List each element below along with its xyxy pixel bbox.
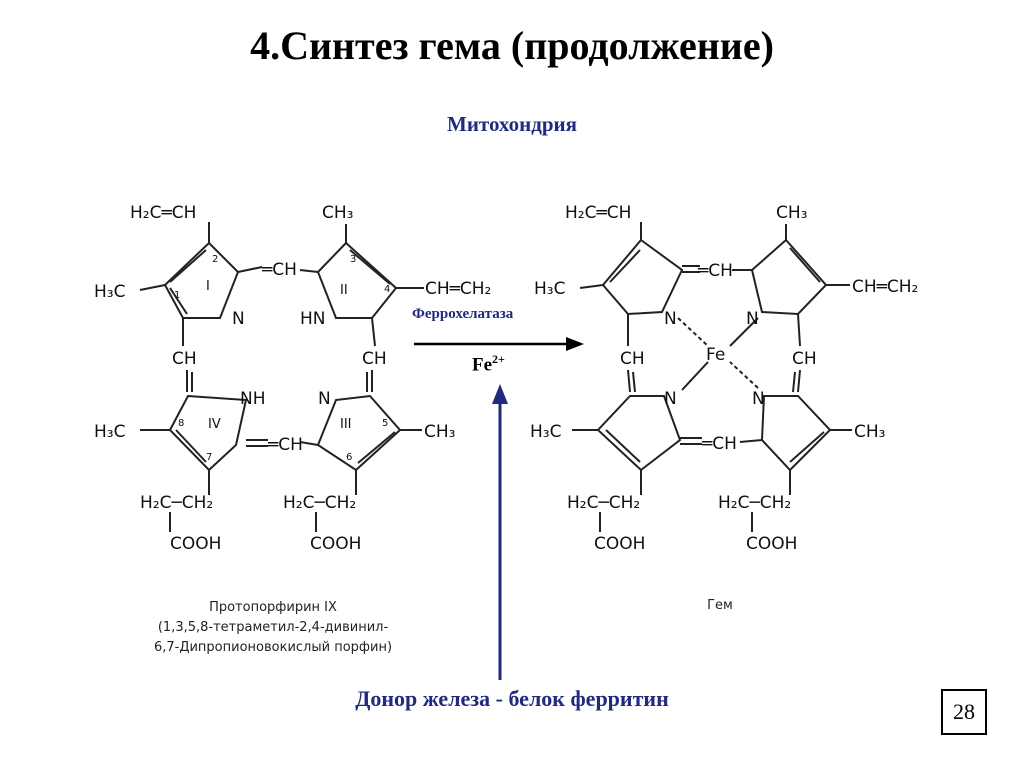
cofactor-label: Fe2+ (472, 352, 505, 376)
left-nh-ring4: NH (240, 389, 266, 409)
ring-label-1: I (206, 279, 210, 294)
right-molecule-name: Гем (707, 598, 733, 613)
left-meso-delta: CH (172, 349, 197, 369)
right-fe: Fe (706, 345, 725, 365)
right-molecule-bonds (572, 222, 852, 532)
cofactor-charge: 2+ (492, 352, 505, 366)
left-molecule-caption: Протопорфирин IX (1,3,5,8-тетраметил-2,4… (108, 598, 438, 658)
donor-arrow (492, 384, 508, 680)
location-label: Митохондрия (447, 112, 577, 136)
left-methyl-top: CH₃ (322, 203, 353, 223)
right-methyl-bottom-left: H₃C (530, 422, 561, 442)
ring-label-4: IV (208, 417, 221, 432)
right-propionate-2: H₂C─CH₂ (718, 493, 791, 513)
pos-8: 8 (178, 418, 184, 429)
left-propionate-7: H₂C─CH₂ (140, 493, 213, 513)
left-cooh-7: COOH (170, 534, 221, 554)
left-hn-ring2: HN (300, 309, 326, 329)
right-methyl-top: CH₃ (776, 203, 807, 223)
pos-3: 3 (350, 254, 356, 265)
page-number: 28 (941, 689, 987, 735)
right-n-1: N (664, 309, 677, 329)
right-n-3: N (664, 389, 677, 409)
left-propionate-6: H₂C─CH₂ (283, 493, 356, 513)
left-methyl-ring1: H₃C (94, 282, 125, 302)
slide-title: 4.Синтез гема (продолжение) (250, 23, 774, 68)
pos-5: 5 (382, 418, 388, 429)
left-molecule-labels: H₂C═CH CH₃ H₃C ═CH CH═CH₂ N HN CH CH NH … (94, 203, 491, 554)
right-vinyl-side: CH═CH₂ (852, 277, 918, 297)
left-meso-beta: CH (362, 349, 387, 369)
right-meso-gamma: ═CH (701, 434, 737, 454)
pos-2: 2 (212, 254, 218, 265)
right-meso-alpha: ═CH (697, 261, 733, 281)
left-cooh-6: COOH (310, 534, 361, 554)
left-molecule-desc-1: (1,3,5,8-тетраметил-2,4-дивинил- (157, 620, 389, 635)
ring-label-2: II (340, 283, 348, 298)
left-molecule-name: Протопорфирин IX (209, 600, 337, 615)
right-methyl-left: H₃C (534, 279, 565, 299)
right-vinyl-top: H₂C═CH (565, 203, 631, 223)
left-methyl-ring4: H₃C (94, 422, 125, 442)
pos-4: 4 (384, 284, 390, 295)
left-meso-alpha: ═CH (261, 260, 297, 280)
left-meso-gamma: ═CH (267, 435, 303, 455)
right-cooh-1: COOH (594, 534, 645, 554)
left-vinyl-top: H₂C═CH (130, 203, 196, 223)
pos-7: 7 (206, 452, 212, 463)
iron-donor-label: Донор железа - белок ферритин (355, 686, 669, 711)
right-n-4: N (752, 389, 765, 409)
left-molecule-bonds (139, 222, 424, 532)
right-n-2: N (746, 309, 759, 329)
left-n-ring3: N (318, 389, 331, 409)
right-molecule-caption: Гем (620, 598, 820, 613)
left-n-ring1: N (232, 309, 245, 329)
pos-1: 1 (174, 290, 180, 301)
right-molecule-labels: H₂C═CH CH₃ H₃C ═CH CH═CH₂ N N CH CH Fe N… (530, 203, 918, 554)
left-vinyl-side: CH═CH₂ (425, 279, 491, 299)
right-propionate-1: H₂C─CH₂ (567, 493, 640, 513)
ring-label-3: III (340, 417, 352, 432)
pos-6: 6 (346, 452, 352, 463)
cofactor-base: Fe (472, 354, 493, 376)
right-meso-delta: CH (620, 349, 645, 369)
right-meso-beta: CH (792, 349, 817, 369)
reaction-arrow (414, 337, 584, 351)
right-cooh-2: COOH (746, 534, 797, 554)
right-methyl-bottom-right: CH₃ (854, 422, 885, 442)
left-molecule-desc-2: 6,7-Дипропионовокислый порфин) (153, 640, 393, 655)
enzyme-label: Феррохелатаза (412, 306, 514, 322)
left-methyl-ring3: CH₃ (424, 422, 455, 442)
